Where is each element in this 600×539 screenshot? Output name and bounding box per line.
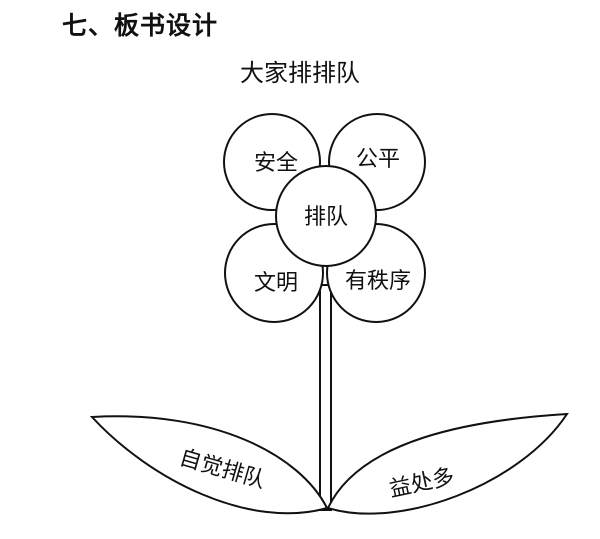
right-leaf: [326, 412, 569, 515]
petal-label-bottom-left: 文明: [254, 271, 298, 296]
flower-center: [275, 165, 377, 267]
board-title: 大家排排队: [240, 59, 360, 87]
center-label: 排队: [304, 205, 348, 230]
petal-label-bottom-right: 有秩序: [345, 269, 411, 294]
section-heading: 七、板书设计: [62, 11, 219, 40]
petal-label-top-left: 安全: [254, 151, 298, 176]
flower-stem: [319, 284, 332, 511]
petal-label-top-right: 公平: [356, 147, 400, 172]
